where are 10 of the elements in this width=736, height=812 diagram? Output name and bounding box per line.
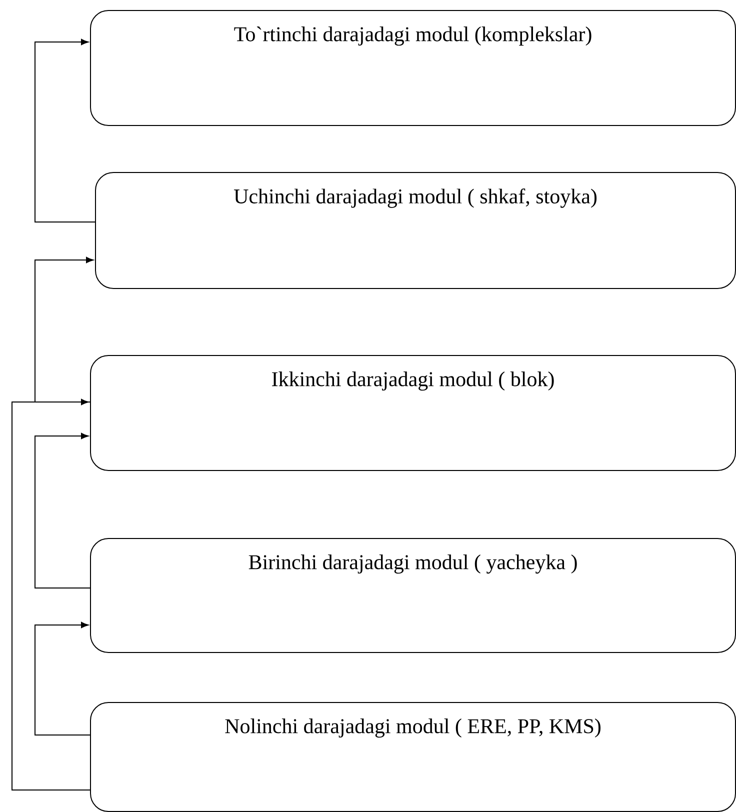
arrow xyxy=(12,398,90,790)
module-box: Birinchi darajadagi modul ( yacheyka ) xyxy=(90,538,736,653)
arrow xyxy=(34,38,96,222)
module-box: Uchinchi darajadagi modul ( shkaf, stoyka) xyxy=(95,172,736,289)
arrow xyxy=(34,622,90,736)
arrow xyxy=(34,432,90,588)
arrow xyxy=(34,256,94,402)
module-box: Nolinchi darajadagi modul ( ERE, PP, KMS) xyxy=(90,702,736,812)
module-box: To`rtinchi darajadagi modul (komplekslar) xyxy=(90,10,736,126)
module-box: Ikkinchi darajadagi modul ( blok) xyxy=(90,355,736,471)
